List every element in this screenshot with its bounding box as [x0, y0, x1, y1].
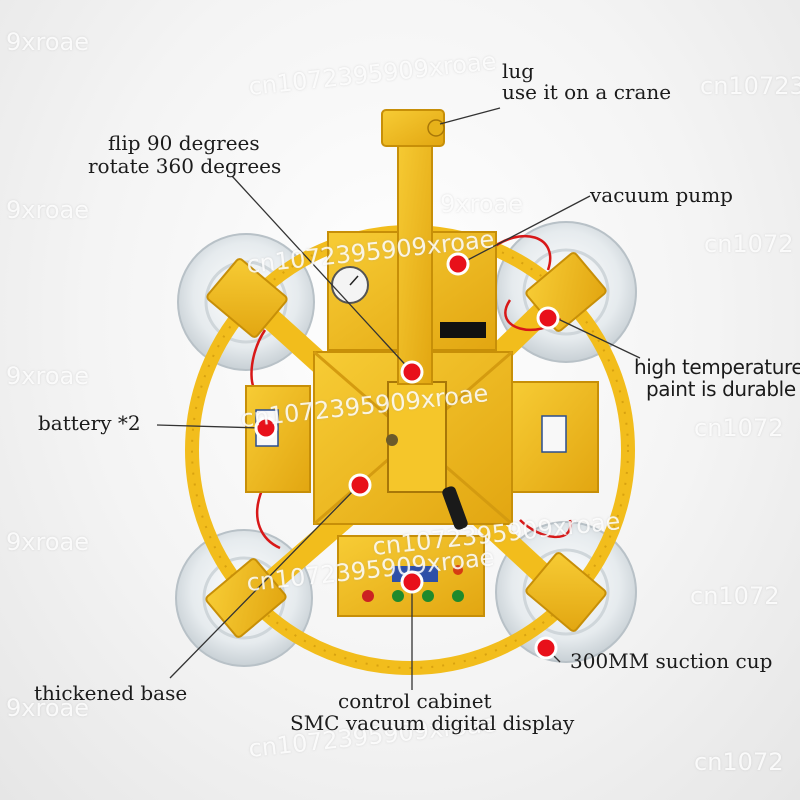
- label-flip: flip 90 degrees: [108, 131, 260, 155]
- label-smc-display: SMC vacuum digital display: [290, 711, 575, 735]
- label-thickened-base: thickened base: [34, 681, 188, 705]
- marker-high-temperature: [536, 306, 560, 330]
- watermark-text: 9xroae: [440, 190, 523, 218]
- callout-markers: [254, 252, 560, 660]
- label-high-temperature: high temperature: [634, 355, 800, 379]
- marker-vacuum-pump: [446, 252, 470, 276]
- marker-thickened-base: [348, 473, 372, 497]
- marker-flip-rotate: [400, 360, 424, 384]
- watermark-text: cn1072: [694, 414, 784, 442]
- watermark-text: cn10723: [700, 72, 800, 100]
- marker-suction-cup: [534, 636, 558, 660]
- label-vacuum-pump: vacuum pump: [590, 183, 733, 207]
- watermark-text: 9xroae: [6, 196, 89, 224]
- leader-lines: [156, 107, 641, 690]
- label-control-cabinet: control cabinet: [338, 689, 492, 713]
- label-paint-durable: paint is durable: [646, 377, 796, 401]
- watermark-text: 9xroae: [6, 362, 89, 390]
- label-lug: lug: [502, 59, 535, 83]
- watermark-text: 9xroae: [6, 694, 89, 722]
- label-battery: battery *2: [38, 411, 141, 435]
- watermark-text: cn1072: [690, 582, 780, 610]
- watermark-text: 9xroae: [6, 528, 89, 556]
- label-rotate: rotate 360 degrees: [88, 154, 282, 178]
- watermark-text: 9xroae: [6, 28, 89, 56]
- label-lug-usage: use it on a crane: [502, 80, 672, 104]
- marker-control-cabinet: [400, 570, 424, 594]
- marker-battery: [254, 416, 278, 440]
- watermark-text: cn1072: [704, 230, 794, 258]
- watermark-text: cn1072: [694, 748, 784, 776]
- rotation-joint: [387, 381, 447, 493]
- label-suction-cup: 300MM suction cup: [570, 649, 773, 673]
